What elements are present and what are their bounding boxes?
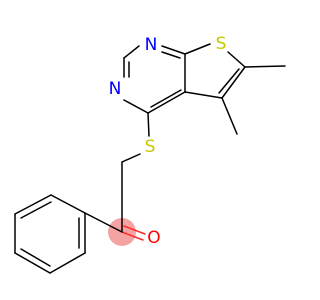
bond-ph-2-3-inner	[20, 201, 52, 219]
bond-s-ch2	[121, 153, 141, 163]
atom-label-o-carbonyl: O	[147, 228, 160, 248]
bond-c6-methyl	[244, 65, 286, 68]
bond-carbonyl-o	[121, 231, 144, 241]
bond-c7a-n1-inner	[161, 51, 181, 59]
atom-label-n3: N	[109, 79, 122, 99]
bond-ph-1-2	[50, 194, 86, 214]
bond-c7a-n1	[161, 45, 186, 55]
bond-carbonyl-o-double	[123, 225, 146, 235]
bond-ph-5-6	[49, 252, 86, 274]
bond-c4-c4a-inner	[150, 89, 182, 108]
bond-c6-c5	[221, 66, 246, 99]
bond-carbonyl-phenyl	[84, 212, 123, 233]
bond-c5-methyl	[221, 97, 238, 135]
bond-c7a-s	[184, 43, 211, 55]
bond-ph-4-5-inner	[20, 248, 51, 267]
atom-label-s-ring: S	[216, 34, 227, 54]
bond-n3-c4	[123, 99, 149, 114]
bond-ph-2-3	[14, 194, 52, 215]
bond-c6-c5-inner	[218, 68, 240, 94]
atom-label-s-thioether: S	[145, 137, 156, 157]
bond-c4-c4a	[147, 91, 186, 114]
molecule-structure-diagram: N N S S O	[14, 34, 286, 274]
bond-s-c6	[227, 51, 246, 68]
bond-n1-c2	[123, 45, 140, 59]
bond-c4-s	[147, 112, 150, 137]
bond-c5-c4a	[184, 91, 223, 99]
bond-ph-4-5	[14, 252, 51, 274]
atom-label-n1: N	[145, 35, 158, 55]
